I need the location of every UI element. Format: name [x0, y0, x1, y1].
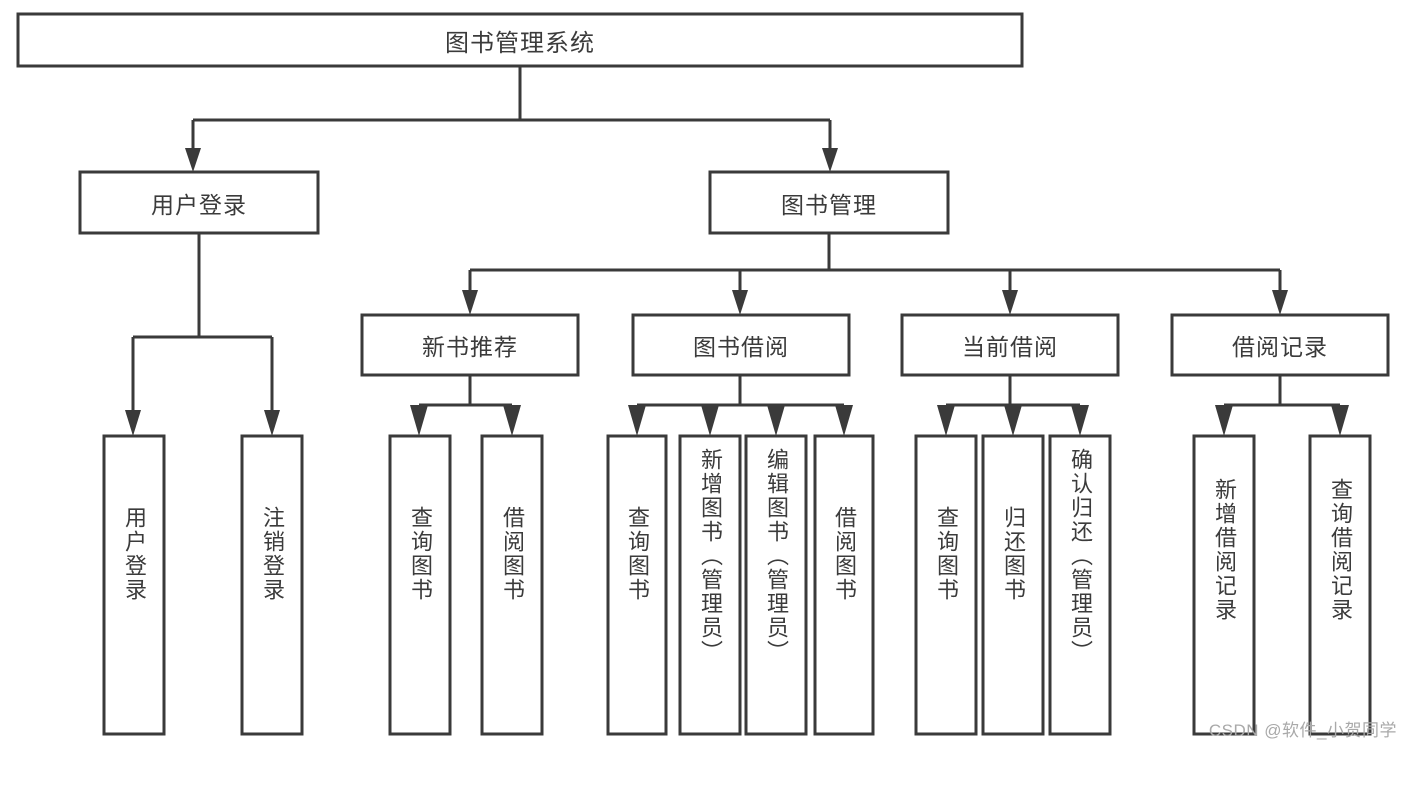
node-book-management[interactable] [708, 170, 950, 235]
arrow-level2-0 [462, 290, 478, 315]
arrow-leaf-4 [628, 405, 646, 436]
node-book-borrow[interactable] [631, 313, 851, 377]
node-current-borrow[interactable] [900, 313, 1120, 377]
arrow-leaf-5 [701, 405, 719, 436]
leaf-box-9[interactable] [981, 434, 1045, 736]
arrow-leaf-11 [1215, 405, 1233, 436]
arrow-leaf-2 [410, 405, 428, 436]
arrow-leaf-0 [125, 410, 141, 436]
leaf-box-2[interactable] [388, 434, 452, 736]
arrow-leaf-6 [767, 405, 785, 436]
node-root[interactable] [16, 12, 1024, 68]
leaf-box-12[interactable] [1308, 434, 1372, 736]
node-new-book-recommend[interactable] [360, 313, 580, 377]
leaf-box-7[interactable] [813, 434, 875, 736]
diagram-canvas: 图书管理系统 用户登录 图书管理 新书推荐 图书借阅 当前借阅 借阅记录 用户登… [16, 12, 1396, 740]
leaf-box-6[interactable] [744, 434, 808, 736]
node-borrow-records[interactable] [1170, 313, 1390, 377]
org-chart-svg [16, 12, 1390, 736]
arrow-level2-2 [1002, 290, 1018, 315]
arrow-leaf-9 [1004, 405, 1022, 436]
arrow-leaf-3 [503, 405, 521, 436]
leaf-box-0[interactable] [102, 434, 166, 736]
arrow-level1-1 [822, 148, 838, 172]
arrow-level2-3 [1272, 290, 1288, 315]
node-user-login[interactable] [78, 170, 320, 235]
arrow-level1-0 [185, 148, 201, 172]
leaf-box-5[interactable] [678, 434, 742, 736]
leaf-box-10[interactable] [1048, 434, 1112, 736]
leaf-box-8[interactable] [914, 434, 978, 736]
leaf-box-4[interactable] [606, 434, 668, 736]
arrow-leaf-8 [937, 405, 955, 436]
arrow-leaf-12 [1331, 405, 1349, 436]
arrow-level2-1 [732, 290, 748, 315]
arrow-leaf-10 [1071, 405, 1089, 436]
arrow-leaf-7 [835, 405, 853, 436]
leaf-box-1[interactable] [240, 434, 304, 736]
leaf-box-3[interactable] [480, 434, 544, 736]
leaf-box-11[interactable] [1192, 434, 1256, 736]
arrow-leaf-1 [264, 410, 280, 436]
